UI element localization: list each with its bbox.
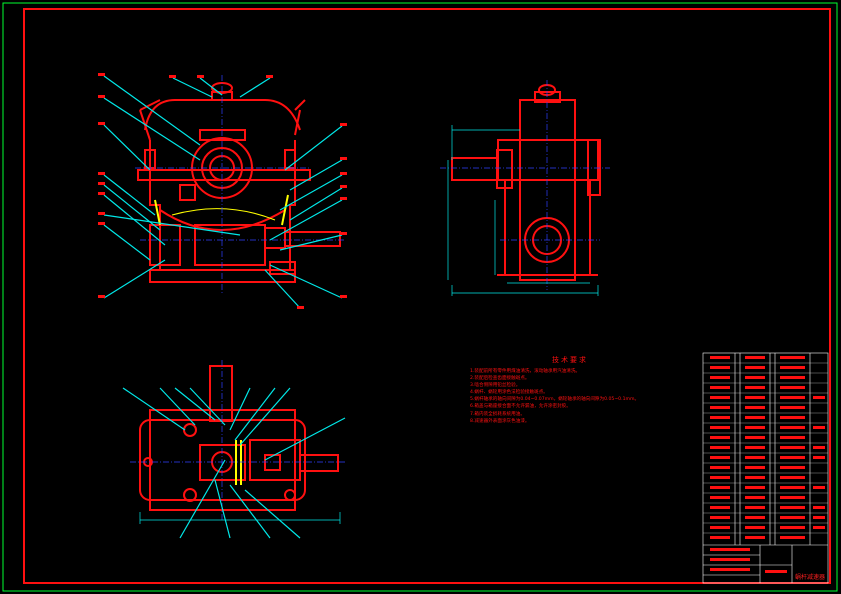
front-view-callouts — [98, 73, 347, 309]
requirement-line: 4.蜗杆、蜗轮用涂色法检验接触斑点。 — [470, 390, 548, 396]
requirement-line: 1.装配前所有零件用煤油清洗，滚动轴承用汽油清洗。 — [470, 369, 581, 374]
front-view-leaders — [103, 75, 343, 309]
top-view-leaders — [122, 387, 346, 539]
front-view — [137, 82, 341, 283]
drawing-frame — [23, 8, 831, 584]
title-block-title: 蜗杆减速器 — [794, 574, 825, 581]
requirement-line: 3.啮合侧隙用铅丝检验。 — [470, 383, 521, 389]
top-view — [139, 365, 339, 511]
parts-list-rows — [703, 362, 828, 534]
requirement-line: 5.蜗杆轴承的轴向间隙为0.04~0.07mm，蜗轮轴承的轴向间隙为0.05~0… — [470, 397, 640, 403]
requirement-line: 8.减速器外表面涂灰色油漆。 — [470, 418, 530, 424]
top-view-dimensions — [139, 512, 341, 524]
technical-requirements: 技术要求 1.装配前所有零件用煤油清洗，滚动轴承用汽油清洗。 2.装配后检查齿面… — [470, 355, 670, 425]
side-view-dimensions — [447, 125, 599, 296]
side-view-centerlines — [440, 80, 610, 290]
side-view — [451, 84, 601, 281]
requirement-line: 2.装配后检查齿面接触斑点。 — [470, 376, 530, 382]
requirement-line: 7.箱内装全损耗系统用油。 — [470, 411, 525, 417]
technical-requirements-title: 技术要求 — [552, 356, 588, 364]
requirement-line: 6.箱盖与箱座接合面不允许漏油，允许涂密封胶。 — [470, 404, 571, 410]
top-view-centerlines — [130, 360, 345, 520]
front-view-yellow — [154, 194, 289, 226]
top-view-yellow — [235, 440, 242, 485]
parts-list-entries — [710, 356, 825, 573]
front-view-centerlines — [135, 75, 345, 295]
